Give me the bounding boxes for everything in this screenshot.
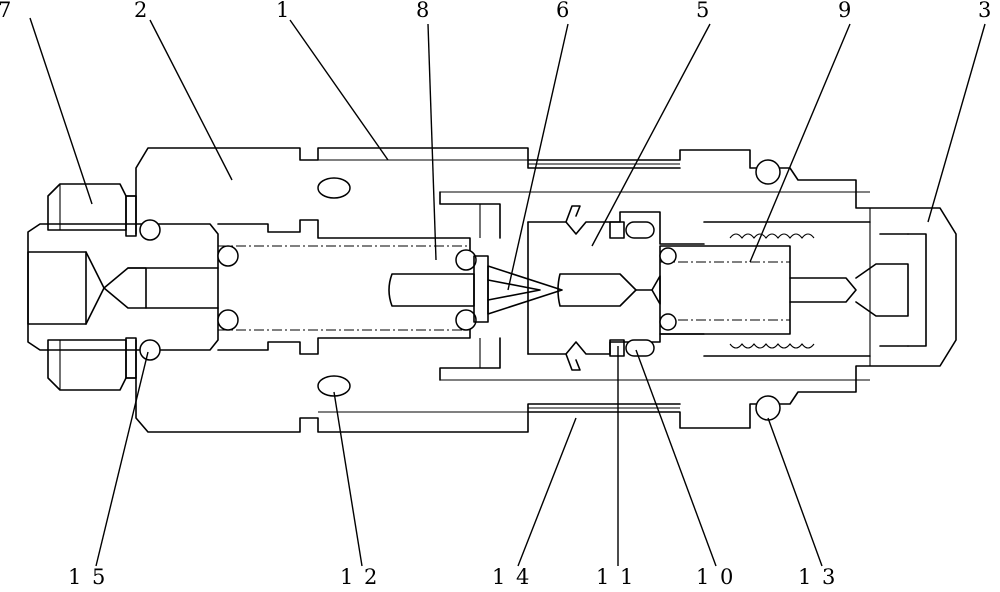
leader-lines: [29, 17, 986, 567]
callout-10: 1 0: [696, 565, 735, 589]
callout-9: 9: [838, 0, 853, 22]
hex-nut-part-7: [47, 183, 137, 391]
housing-part-1: [135, 147, 870, 433]
seal-parts-10-11: [609, 221, 655, 357]
callout-14: 1 4: [492, 565, 531, 589]
callouts-bottom: 1 5 1 2 1 4 1 1 1 0 1 3: [68, 565, 837, 589]
callout-5: 5: [696, 0, 711, 22]
end-plug-part-3: [703, 167, 957, 405]
callout-8: 8: [416, 0, 431, 22]
spring-part-9: [651, 233, 857, 349]
callout-3: 3: [978, 0, 993, 22]
callout-6: 6: [556, 0, 571, 22]
adjusting-screw-part-2: [27, 195, 219, 379]
callout-11: 1 1: [596, 565, 635, 589]
sleeve-part-14: [527, 159, 681, 413]
poppet-part-6: [487, 265, 563, 315]
callouts-top: 7 2 1 8 6 5 9 3: [0, 0, 993, 22]
piston-part-8: [217, 245, 489, 331]
callout-7: 7: [0, 0, 13, 22]
o-ring-part-15: [139, 219, 161, 361]
o-ring-part-12: [317, 177, 351, 397]
callout-2: 2: [134, 0, 149, 22]
callout-13: 1 3: [798, 565, 837, 589]
callout-12: 1 2: [340, 565, 379, 589]
callout-1: 1: [276, 0, 291, 22]
callout-15: 1 5: [68, 565, 107, 589]
